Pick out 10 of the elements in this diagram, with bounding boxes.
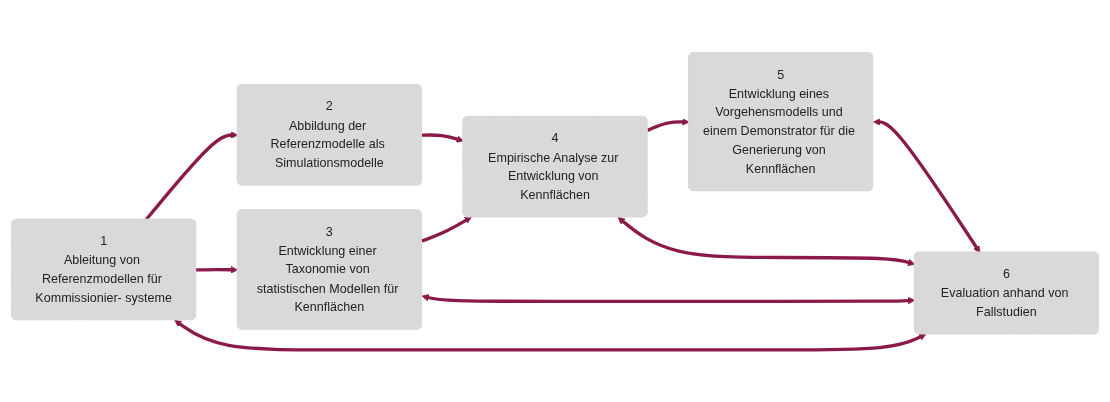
arrow: [421, 133, 464, 143]
arrow: [617, 216, 916, 266]
arrow: [144, 131, 239, 221]
arrow: [873, 117, 981, 253]
arrow: [421, 293, 916, 304]
arrow: [195, 265, 239, 274]
arrow: [421, 216, 472, 243]
flowchart-diagram: 1 Ableitung von Referenzmodellen für Kommissionier- systeme 2 Abbildung der Referenzmodelle als Simulationsmodelle 3 Entwicklung einer Taxonomie von statistischen Modellen für Kennflächen 4 Empirische Analyse zur Entwicklung von Kennflächen 5 Entwicklung eines Vorgehensmodells und einem Demonstrator für die Generierung von Kennflächen 6 Evaluation anhand von Fallstudien: [5, 45, 1105, 357]
arrow: [174, 319, 927, 352]
arrow: [646, 117, 690, 132]
